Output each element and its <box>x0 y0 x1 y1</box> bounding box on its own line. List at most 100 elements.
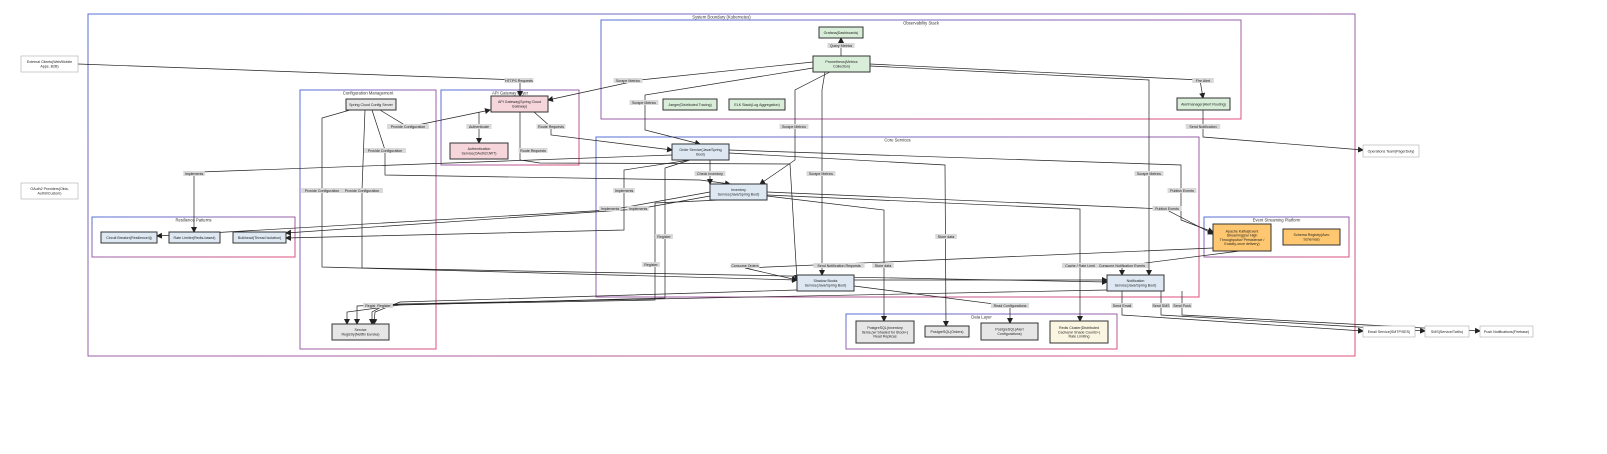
node-opsteam[interactable]: Operations Team(PagerDuty) <box>1362 144 1420 158</box>
node-elk[interactable]: ELK Stack(Log Aggregation) <box>728 98 786 111</box>
node-grafana[interactable]: Grafana(Dashboards) <box>818 26 864 39</box>
cluster-config-title: Configuration Management <box>343 91 394 96</box>
edge-label-prov_notif: Provide Configuration <box>341 188 383 193</box>
node-sms-label: SMS(Service/Twilio) <box>1431 330 1463 334</box>
node-email[interactable]: Email Service(SMTP/SES) <box>1362 325 1416 338</box>
node-eureka-box <box>331 323 390 341</box>
edge-label-text: Route Requests <box>520 149 546 153</box>
edge-label-bg <box>183 171 205 176</box>
cluster-eventstreaming-border <box>1203 216 1350 258</box>
node-jaeger[interactable]: Jaeger(Distributed Tracing) <box>662 98 718 111</box>
node-ratelimiter[interactable]: Rate Limiter(Redis-based) <box>168 231 221 244</box>
node-label-line: Apache Kafka(Event <box>1226 230 1259 234</box>
node-label-line: Service(Java/Spring Boot) <box>1115 283 1157 287</box>
edge-inventory-to-pg_inventory <box>766 195 887 322</box>
edge-label-text: Implements <box>601 207 620 211</box>
edge-label-bg <box>518 148 548 153</box>
node-bulkhead-box <box>232 231 287 244</box>
cluster-datalayer-border <box>845 313 1118 350</box>
edge-label-register_a: Register <box>655 234 673 239</box>
node-pg_orders[interactable]: PostgreSQL(Orders) <box>924 325 970 338</box>
node-label-line: Redis Cluster(Distributed <box>1059 326 1099 330</box>
edge-label-cache_ratelimit: Cache / Rate Limit <box>1061 263 1099 268</box>
edge-label-text: Consume Notification Events <box>1099 264 1145 268</box>
node-oauth[interactable]: OAuth2 Providers(Okta,Auth0/Custom) <box>20 182 79 200</box>
edge-inventory-to-redis <box>766 194 1083 322</box>
edge-inventory-to-circuit <box>156 191 711 239</box>
node-label-line: Spring Cloud Config Server <box>349 103 394 107</box>
edge-label-register_c: Register <box>363 303 381 308</box>
edge-label-bg <box>1152 206 1182 211</box>
node-bulkhead[interactable]: Bulkhead(Thread Isolation) <box>232 231 287 244</box>
edge-label-bg <box>466 124 492 129</box>
cluster-core-border <box>595 136 1200 298</box>
node-label-line: Shadow Books <box>814 279 838 283</box>
edge-label-text: Cache / Rate Limit <box>1065 264 1095 268</box>
node-alertmanager[interactable]: Alertmanager(Alert Routing) <box>1176 97 1231 111</box>
node-circuit-label: Circuit Breaker(Resilience4j) <box>106 236 152 240</box>
node-prometheus-box <box>812 55 871 73</box>
edge-label-query: Query Metrics <box>827 43 855 48</box>
node-configserver[interactable]: Spring Cloud Config Server <box>345 98 397 111</box>
edge-label-bg <box>1192 78 1214 83</box>
node-label-line: Service(Java/Spring Boot) <box>805 283 847 287</box>
edge-label-text: Authenticate <box>469 125 489 129</box>
cluster-gateway-border <box>440 89 580 166</box>
edge-label-text: Store data <box>875 264 892 268</box>
edge-apigateway-to-orderservice <box>533 111 673 153</box>
edge-label-implements_inv_a: Implements <box>599 206 621 211</box>
node-sms[interactable]: SMS(Service/Twilio) <box>1424 325 1470 338</box>
edge-apigateway-to-shadow <box>519 112 800 281</box>
edge-orderservice-to-kafka <box>728 149 1214 234</box>
node-push[interactable]: Push Notifications(Firebase) <box>1479 325 1534 338</box>
edge-label-bg <box>655 234 673 239</box>
edge-label-consume_orders: Consume Orders <box>730 263 760 268</box>
edge-alertmanager-to-opsteam <box>1202 110 1364 153</box>
node-configserver-label: Spring Cloud Config Server <box>349 103 394 107</box>
edge-label-bg <box>806 171 836 176</box>
node-label-line: Push Notifications(Firebase) <box>1484 330 1529 334</box>
node-circuit[interactable]: Circuit Breaker(Resilience4j) <box>100 231 158 244</box>
node-email-label: Email Service(SMTP/SES) <box>1368 330 1411 334</box>
node-label-line: Service(Java/Spring Boot) <box>718 192 760 196</box>
edge-label-scrape_order: Scrape Metrics <box>629 100 659 105</box>
node-apigateway-box <box>490 95 549 113</box>
node-label-line: External Clients(Web/Mobile <box>27 60 72 64</box>
edge-label-text: Register <box>644 263 658 267</box>
node-opsteam-box <box>1362 144 1420 158</box>
node-label-line: Registry(Netflix Eureka) <box>342 332 380 336</box>
node-orderservice-box <box>671 143 730 161</box>
cluster-gateway: API Gateway Layer <box>440 89 580 166</box>
node-label-line: Schemas) <box>1303 237 1319 241</box>
edge-label-bg <box>599 206 621 211</box>
node-label-line: Alertmanager(Alert Routing) <box>1181 102 1226 106</box>
edge-label-text: Read Configurations <box>994 304 1027 308</box>
edge-label-text: Implements <box>629 207 648 211</box>
edge-label-register_d: Register <box>375 303 393 308</box>
cluster-system-title: System Boundary (Kubernetes) <box>692 15 751 20</box>
cluster-core-title: Core Services <box>884 138 910 143</box>
edge-label-bg <box>642 262 660 267</box>
edge-prometheus-to-notification <box>869 65 1152 276</box>
node-elk-box <box>728 98 786 111</box>
edge-label-bg <box>613 188 635 193</box>
node-label-line: Cache(w/ Shade Counts+) <box>1058 330 1100 334</box>
